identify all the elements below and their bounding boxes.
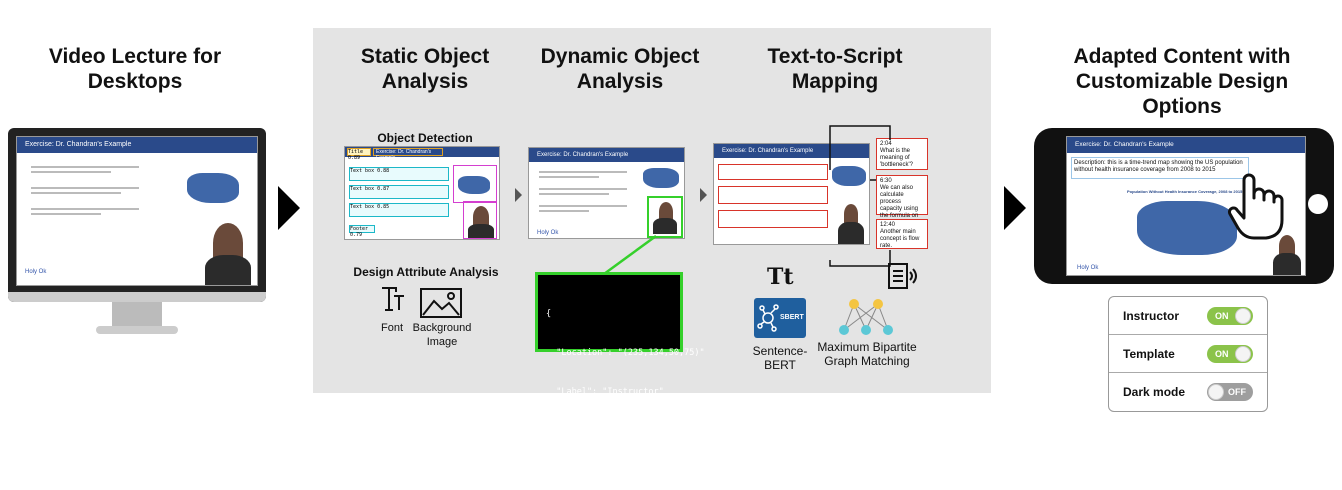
sbert-logo: SBERT xyxy=(754,298,806,338)
script-item-2: 6:30 We can also calculate process capac… xyxy=(876,175,928,226)
detection-slide: Title 0.89 Exercise: Dr. Chandran's Exam… xyxy=(344,146,500,240)
mapped-text-1 xyxy=(718,164,828,180)
mapping-connectors xyxy=(829,125,891,267)
desktop-monitor: Exercise: Dr. Chandran's Example Holy Ok xyxy=(8,128,266,302)
font-icon xyxy=(380,284,406,314)
speech-transcript-icon xyxy=(887,262,921,290)
script-item-1: 2:04 What is the meaning of 'bottleneck'… xyxy=(876,138,928,170)
flow-arrow-1 xyxy=(278,186,300,230)
instructor-detection-box xyxy=(463,201,497,239)
monitor-stand xyxy=(112,302,162,328)
text-box-1: Text box 0.88 xyxy=(349,167,449,181)
text-icon: Tt xyxy=(767,264,794,290)
mobile-phone: Exercise: Dr. Chandran's Example Descrip… xyxy=(1034,128,1334,284)
mapped-text-2 xyxy=(718,186,828,204)
script-item-3: 12:40 Another main concept is flow rate. xyxy=(876,219,928,249)
sbert-label: Sentence-BERT xyxy=(752,344,808,372)
toggle-row-instructor: Instructor ON xyxy=(1109,297,1267,335)
flow-arrow-4 xyxy=(1004,186,1026,230)
connector-line xyxy=(603,234,657,276)
title-text-to-script: Text-to-Script Mapping xyxy=(767,45,903,93)
flow-arrow-3 xyxy=(700,188,707,202)
title-detection-box: Title 0.89 xyxy=(347,148,371,161)
design-attribute-label: Design Attribute Analysis xyxy=(353,265,499,279)
title-dynamic-object: Dynamic Object Analysis xyxy=(540,45,700,93)
toggle-row-dark-mode: Dark mode OFF xyxy=(1109,373,1267,411)
slide-title: Exercise: Dr. Chandran's Example xyxy=(17,137,257,153)
footer-box: Footer 0.79 xyxy=(349,225,375,238)
lecture-slide: Exercise: Dr. Chandran's Example Holy Ok xyxy=(16,136,258,286)
slide-footer: Holy Ok xyxy=(25,269,47,275)
text-box-2: Text box 0.87 xyxy=(349,185,449,199)
mapped-text-3 xyxy=(718,210,828,228)
title-static-object: Static Object Analysis xyxy=(360,45,490,93)
home-button[interactable] xyxy=(1308,194,1328,214)
text-box-3: Text box 0.85 xyxy=(349,203,449,217)
json-metadata-box: { "Location": "(235,134,50,75)" "Label":… xyxy=(535,272,705,475)
us-map-image xyxy=(187,173,239,203)
us-map-enlarged xyxy=(1137,201,1237,255)
background-image-icon xyxy=(420,288,462,318)
background-image-label: Background Image xyxy=(412,322,472,348)
instructor-tracking-box xyxy=(647,196,683,238)
toggle-row-template: Template ON xyxy=(1109,335,1267,373)
dynamic-slide: Exercise: Dr. Chandran's Example Holy Ok xyxy=(528,147,685,239)
bipartite-graph-icon xyxy=(836,296,896,338)
title-video-lecture: Video Lecture for Desktops xyxy=(48,45,222,93)
adapted-slide: Exercise: Dr. Chandran's Example Descrip… xyxy=(1066,136,1306,276)
flow-arrow-2 xyxy=(515,188,522,202)
title-adapted-content: Adapted Content with Customizable Design… xyxy=(1073,45,1291,118)
matching-label: Maximum Bipartite Graph Matching xyxy=(817,340,917,368)
template-toggle[interactable]: ON xyxy=(1207,345,1253,363)
map-title: Population Without Health Insurance Cove… xyxy=(1127,189,1243,194)
font-label: Font xyxy=(380,322,403,334)
touch-hand-icon xyxy=(1226,168,1284,240)
instructor-toggle[interactable]: ON xyxy=(1207,307,1253,325)
dark-mode-toggle[interactable]: OFF xyxy=(1207,383,1253,401)
image-detection-box xyxy=(453,165,497,203)
description-box: Description: this is a time-trend map sh… xyxy=(1071,157,1249,179)
design-options-panel: Instructor ON Template ON Dark mode OFF xyxy=(1108,296,1268,412)
object-detection-label: Object Detection xyxy=(377,131,473,145)
